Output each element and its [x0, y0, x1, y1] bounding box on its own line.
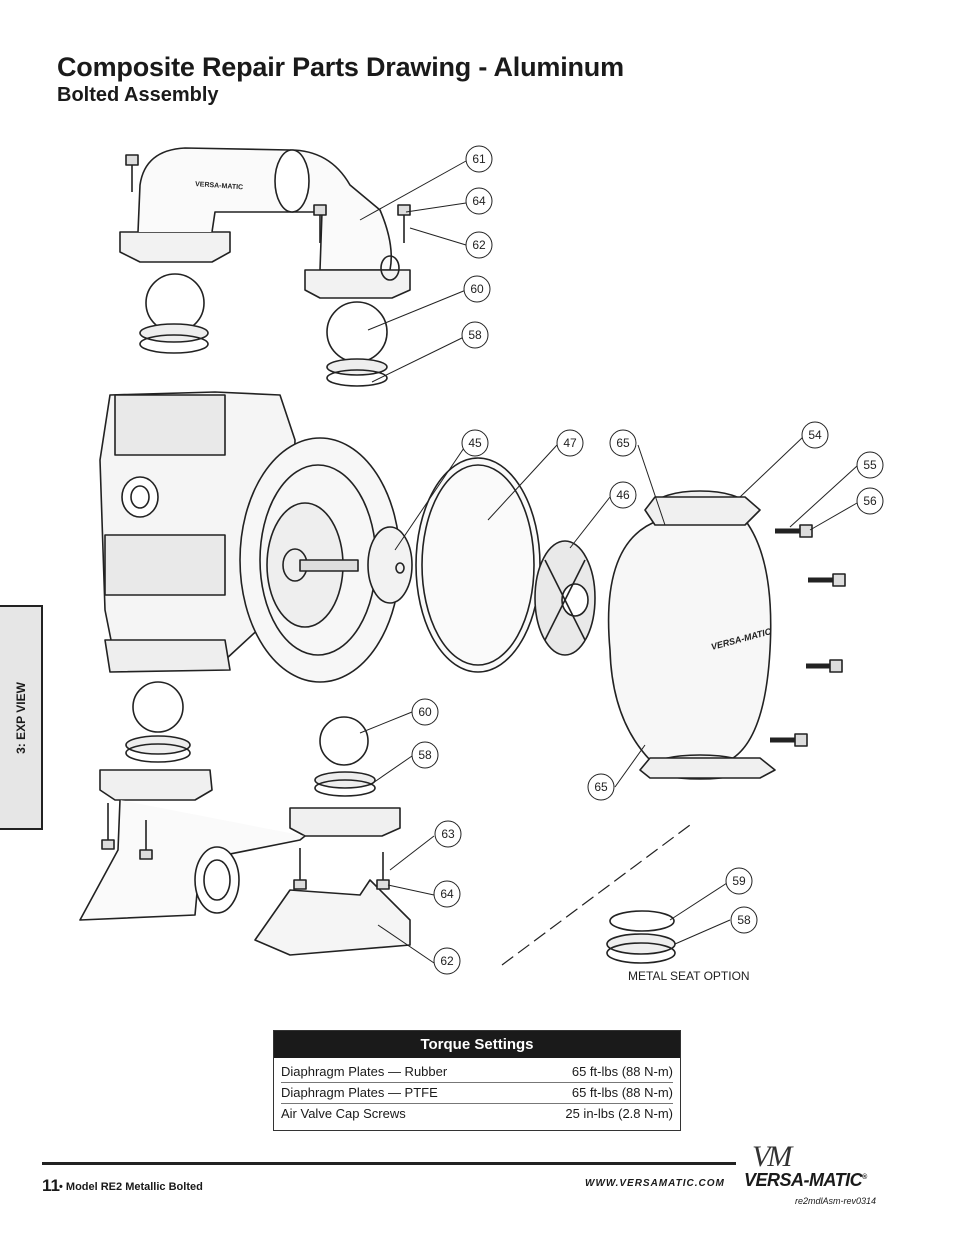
manifold-logo-text: VERSA-MATIC	[195, 181, 243, 191]
callout-circle	[461, 429, 489, 457]
callout-number: 59	[732, 874, 746, 888]
torque-value: 25 in-lbs (2.8 N-m)	[565, 1106, 673, 1121]
callout-circle	[730, 906, 758, 934]
callout-circle	[609, 429, 637, 457]
brand-logo: VERSA-MATIC®	[744, 1170, 867, 1191]
callout-number: 62	[472, 238, 486, 252]
torque-item: Air Valve Cap Screws	[281, 1106, 406, 1121]
page-title: Composite Repair Parts Drawing - Aluminu…	[57, 52, 624, 82]
callout-number: 62	[440, 954, 454, 968]
callout-60: 60	[411, 698, 439, 726]
torque-row: Diaphragm Plates — Rubber 65 ft-lbs (88 …	[281, 1062, 673, 1083]
callout-number: 54	[808, 428, 822, 442]
callout-number: 65	[594, 780, 608, 794]
callout-54: 54	[801, 421, 829, 449]
callout-number: 45	[468, 436, 482, 450]
callout-number: 47	[563, 436, 577, 450]
callout-64: 64	[433, 880, 461, 908]
torque-item: Diaphragm Plates — PTFE	[281, 1085, 438, 1100]
callout-58: 58	[461, 321, 489, 349]
callout-number: 58	[468, 328, 482, 342]
model-name: • Model RE2 Metallic Bolted	[59, 1181, 203, 1193]
callout-number: 64	[440, 887, 454, 901]
shaft	[299, 559, 359, 572]
callout-number: 56	[863, 494, 877, 508]
metal-seat-option-label: METAL SEAT OPTION	[628, 969, 750, 983]
page-subtitle: Bolted Assembly	[57, 84, 219, 106]
callout-number: 60	[418, 705, 432, 719]
callout-47: 47	[556, 429, 584, 457]
footer-divider	[42, 1162, 736, 1165]
callout-circle	[463, 275, 491, 303]
liquid-chamber: VERSA-MATIC	[607, 490, 776, 780]
metal-seat-o-ring	[609, 910, 675, 932]
callout-circle	[461, 321, 489, 349]
torque-value: 65 ft-lbs (88 N-m)	[571, 1064, 673, 1079]
torque-row: Diaphragm Plates — PTFE 65 ft-lbs (88 N-…	[281, 1083, 673, 1104]
brand-name: VERSA-MATIC	[744, 1170, 863, 1190]
callout-60: 60	[463, 275, 491, 303]
callout-61: 61	[465, 145, 493, 173]
callout-55: 55	[856, 451, 884, 479]
callout-63: 63	[434, 820, 462, 848]
callout-number: 55	[863, 458, 877, 472]
diaphragm	[415, 457, 541, 673]
callout-62: 62	[433, 947, 461, 975]
callout-circle	[434, 820, 462, 848]
callout-circle	[411, 698, 439, 726]
torque-settings-heading: Torque Settings	[274, 1031, 680, 1058]
callout-number: 58	[737, 913, 751, 927]
callout-circle	[433, 947, 461, 975]
callout-56: 56	[856, 487, 884, 515]
callout-circle	[411, 741, 439, 769]
check-ball	[132, 681, 184, 733]
callout-circle	[856, 451, 884, 479]
callout-circle	[465, 145, 493, 173]
callout-number: 61	[472, 152, 486, 166]
callout-circle	[465, 187, 493, 215]
logo-mark: VM	[752, 1140, 792, 1173]
callout-number: 60	[470, 282, 484, 296]
valve-seat	[139, 323, 209, 343]
callout-number: 65	[616, 436, 630, 450]
callout-45: 45	[461, 429, 489, 457]
torque-item: Diaphragm Plates — Rubber	[281, 1064, 448, 1079]
callout-number: 46	[616, 488, 630, 502]
callout-circle	[609, 481, 637, 509]
torque-settings-table: Torque Settings Diaphragm Plates — Rubbe…	[273, 1030, 681, 1131]
callout-circle	[856, 487, 884, 515]
callout-number: 58	[418, 748, 432, 762]
check-ball	[326, 301, 388, 363]
callout-circle	[587, 773, 615, 801]
discharge-manifold: VERSA-MATIC	[119, 147, 411, 299]
diaphragm-plate	[367, 526, 413, 604]
callout-59: 59	[725, 867, 753, 895]
check-ball	[319, 716, 369, 766]
callout-65: 65	[587, 773, 615, 801]
callout-number: 63	[441, 827, 455, 841]
inlet-manifold	[79, 769, 411, 956]
document-code: re2mdlAsm-rev0314	[795, 1196, 877, 1206]
section-tab[interactable]: 3: EXP VIEW	[0, 605, 43, 830]
torque-value: 65 ft-lbs (88 N-m)	[571, 1085, 673, 1100]
callout-46: 46	[609, 481, 637, 509]
callout-circle	[556, 429, 584, 457]
page-number: 11	[42, 1176, 60, 1195]
callout-58: 58	[730, 906, 758, 934]
website-link[interactable]: WWW.VERSAMATIC.COM	[585, 1178, 725, 1189]
registered-mark: ®	[862, 1174, 867, 1181]
callout-58: 58	[411, 741, 439, 769]
torque-row: Air Valve Cap Screws 25 in-lbs (2.8 N-m)	[281, 1104, 673, 1124]
callout-65: 65	[609, 429, 637, 457]
valve-seat	[125, 735, 191, 755]
callout-circle	[725, 867, 753, 895]
callout-circle	[433, 880, 461, 908]
callout-64: 64	[465, 187, 493, 215]
callout-number: 64	[472, 194, 486, 208]
callout-circle	[465, 231, 493, 259]
metal-seat	[606, 933, 676, 955]
callout-circle	[801, 421, 829, 449]
callout-62: 62	[465, 231, 493, 259]
